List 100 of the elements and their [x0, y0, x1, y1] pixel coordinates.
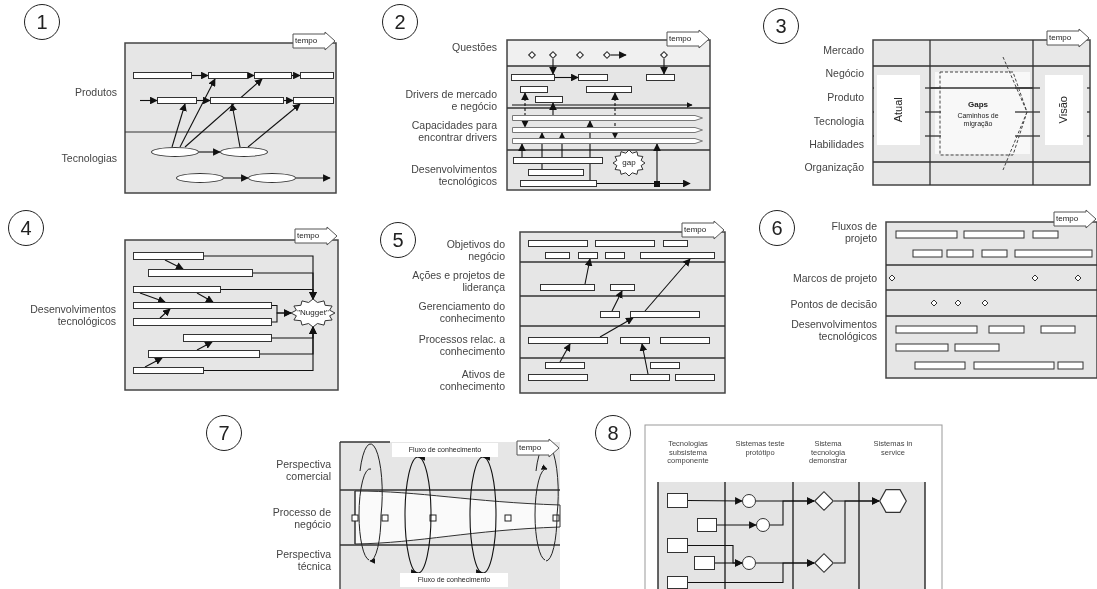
arrow-label: tempo — [1056, 214, 1079, 224]
roadmap-bar — [528, 169, 584, 176]
arrow — [291, 71, 301, 80]
roadmap-bar — [640, 252, 715, 259]
roadmap-bar — [133, 367, 204, 374]
row-label: Produto — [826, 90, 864, 104]
arrow — [184, 78, 263, 148]
arrow — [179, 78, 216, 148]
roadmap-bar — [545, 252, 570, 259]
node-label: 2 — [394, 12, 406, 32]
arrow — [139, 96, 158, 105]
roadmap-bar — [293, 97, 334, 104]
row-label: Ações e projetos de liderança — [411, 268, 505, 294]
roadmap-bar — [545, 362, 585, 369]
roadmap-ellipse — [151, 147, 199, 157]
arrow — [644, 258, 691, 312]
node-label: 5 — [392, 230, 404, 250]
flow-band — [392, 443, 498, 457]
roadmap-bar — [586, 86, 632, 93]
arrow — [196, 96, 211, 105]
arrow-label: tempo — [1049, 33, 1072, 43]
roadmap-bar — [133, 72, 192, 79]
arrow — [599, 317, 634, 338]
roadmap-bar — [528, 240, 588, 247]
node-label: 3 — [775, 16, 787, 36]
roadmap-bar — [595, 240, 655, 247]
node-label: Gaps — [968, 100, 988, 110]
arrow — [769, 497, 815, 526]
roadmap-bar — [528, 337, 608, 344]
row-label: Capacidades para encontrar drivers — [410, 118, 497, 144]
row-label: Desenvolvimentos tecnológicos — [410, 162, 497, 188]
roadmap-bar — [528, 374, 588, 381]
row-label: Fluxos de projeto — [830, 219, 877, 245]
roadmap-bar — [254, 72, 292, 79]
roadmap-bar — [578, 252, 598, 259]
row-label: Tecnologias — [60, 151, 117, 165]
roadmap-bar — [133, 318, 272, 326]
roadmap-bar — [300, 72, 334, 79]
row-label: Gerenciamento do conhecimento — [417, 299, 505, 325]
roadmap-bar — [600, 311, 620, 318]
arrow — [164, 259, 184, 270]
arrow — [639, 343, 649, 375]
process-box — [694, 556, 715, 570]
arrow — [295, 174, 331, 182]
node-label: 7 — [218, 423, 230, 443]
arrow — [610, 51, 627, 59]
roadmap-bar — [630, 311, 700, 318]
roadmap-bar — [148, 269, 253, 277]
row-label: Habilidades — [808, 137, 864, 151]
roadmap-bar — [650, 362, 680, 369]
step-number-circle — [24, 4, 60, 40]
roadmap-ellipse — [176, 173, 224, 183]
arrow — [716, 521, 757, 529]
arrow — [417, 455, 432, 574]
arrow — [196, 341, 213, 351]
roadmap-bar — [646, 74, 675, 81]
roadmap-ellipse — [220, 147, 268, 157]
step-number-circle — [759, 210, 795, 246]
roadmap-bar — [578, 74, 608, 81]
arrow — [198, 148, 221, 156]
arrow — [521, 92, 529, 128]
row-label: Marcos de projeto — [791, 271, 877, 285]
roadmap-bar — [630, 374, 670, 381]
arrow — [538, 132, 546, 170]
arrow — [687, 559, 815, 584]
row-label: Desenvolvimentos tecnológicos — [29, 302, 116, 328]
row-label: Perspectiva técnica — [275, 547, 331, 573]
row-label: Questões — [451, 40, 497, 54]
arrow-label: tempo — [519, 443, 542, 453]
roadmap-bar — [183, 334, 272, 342]
arrow-label: tempo — [669, 34, 692, 44]
roadmap-bar — [511, 74, 555, 81]
arrow — [283, 96, 294, 105]
row-label: Drivers de mercado e negócio — [404, 87, 497, 113]
arrow-label: tempo — [297, 231, 320, 241]
arrow — [223, 174, 249, 182]
node-label: Atual — [892, 97, 905, 123]
row-label: Negócio — [824, 66, 864, 80]
process-box — [667, 493, 688, 508]
row-label: Pontos de decisão — [789, 297, 877, 311]
node-label: Visão — [1058, 96, 1070, 124]
roadmap-bar — [535, 96, 563, 103]
arrow — [833, 497, 880, 564]
arrow — [144, 357, 163, 368]
arrow-label: tempo — [295, 36, 318, 46]
roadmap-bar — [520, 86, 548, 93]
arrow — [611, 290, 623, 312]
arrow — [549, 58, 557, 75]
row-label: Mercado — [822, 43, 864, 57]
row-label: Perspectiva comercial — [275, 457, 331, 483]
arrow — [559, 343, 571, 363]
node-label: 6 — [771, 218, 783, 238]
arrow — [271, 309, 292, 323]
roadmap-bar — [133, 302, 272, 309]
arrow — [714, 559, 743, 567]
step-number-circle — [595, 415, 631, 451]
arrow — [139, 292, 166, 304]
roadmap-bar — [675, 374, 715, 381]
step-number-circle — [8, 210, 44, 246]
roadmap-ellipse — [248, 173, 296, 183]
